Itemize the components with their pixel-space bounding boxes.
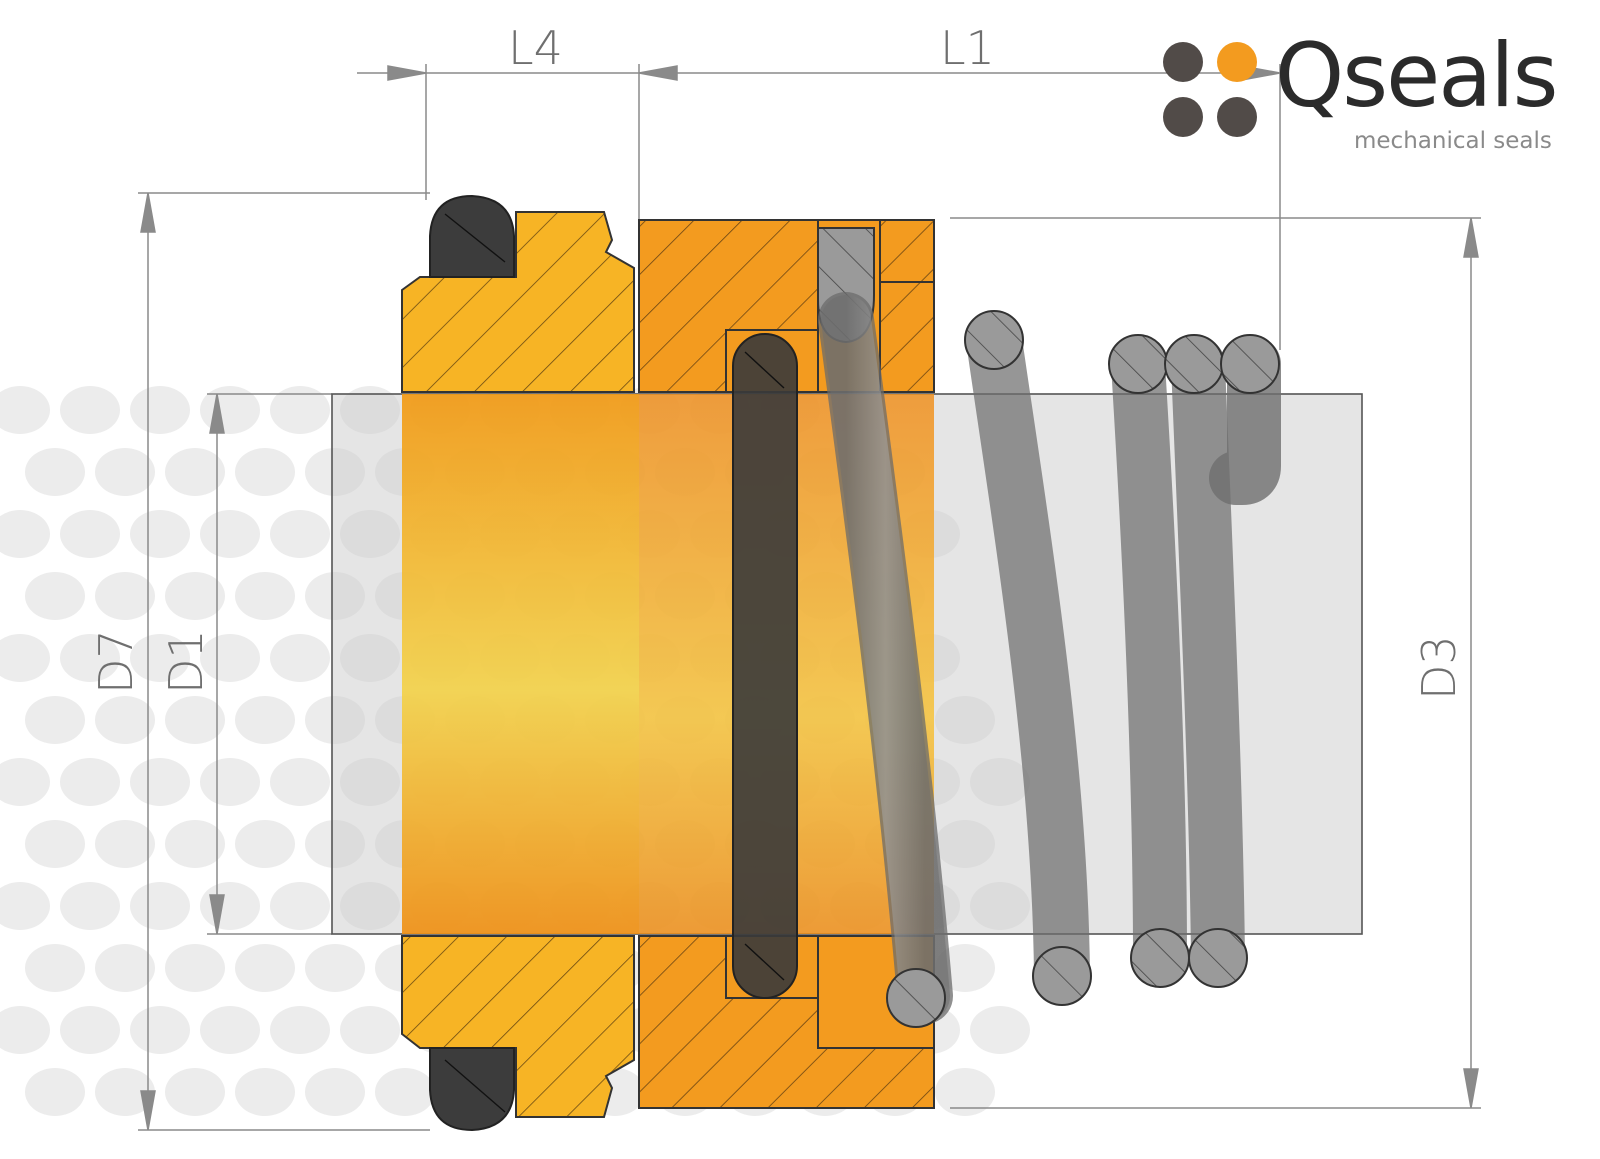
background-dot (130, 386, 190, 434)
background-dot (25, 944, 85, 992)
background-dot (270, 386, 330, 434)
logo-dot-4 (1217, 97, 1257, 137)
background-dot (25, 448, 85, 496)
background-dot (235, 1068, 295, 1116)
background-dot (200, 1006, 260, 1054)
seat-bore (402, 394, 639, 934)
background-dot (60, 758, 120, 806)
background-dot (130, 510, 190, 558)
lower-section (401, 935, 935, 1132)
dimension-label-d1: D1 (159, 629, 213, 694)
background-dot (270, 510, 330, 558)
background-dot (130, 1006, 190, 1054)
background-dot (0, 510, 50, 558)
background-dot (95, 696, 155, 744)
dimension-label-d3: D3 (1412, 635, 1466, 700)
background-dot (95, 820, 155, 868)
background-dot (0, 758, 50, 806)
background-dot (95, 572, 155, 620)
background-dot (200, 758, 260, 806)
background-dot (95, 448, 155, 496)
background-dot (0, 1006, 50, 1054)
seat-oring-lower (429, 1047, 515, 1132)
background-dot (60, 510, 120, 558)
background-dot (235, 944, 295, 992)
background-dot (375, 1068, 435, 1116)
upper-section (401, 194, 935, 393)
brand-logo: Qseals mechanical seals (1157, 32, 1577, 163)
background-dot (130, 758, 190, 806)
logo-dot-2 (1217, 42, 1257, 82)
dimension-label-l4: L4 (508, 21, 563, 75)
background-dot (130, 882, 190, 930)
background-dot (235, 572, 295, 620)
background-dot (235, 448, 295, 496)
background-dot (305, 944, 365, 992)
background-dot (25, 1068, 85, 1116)
background-dot (95, 1068, 155, 1116)
background-dot (200, 386, 260, 434)
background-dot (95, 944, 155, 992)
background-dot (235, 820, 295, 868)
brand-tagline: mechanical seals (1354, 128, 1552, 154)
background-dot (200, 882, 260, 930)
background-dot (130, 634, 190, 682)
background-dot (165, 944, 225, 992)
background-dot (340, 1006, 400, 1054)
background-dot (270, 1006, 330, 1054)
spring (818, 292, 1281, 1024)
background-dot (0, 634, 50, 682)
logo-dot-3 (1163, 97, 1203, 137)
background-dot (25, 696, 85, 744)
background-dot (25, 572, 85, 620)
logo-dot-1 (1163, 42, 1203, 82)
background-dot (25, 820, 85, 868)
background-dot (60, 882, 120, 930)
background-dot (165, 696, 225, 744)
background-dot (165, 572, 225, 620)
background-dot (165, 448, 225, 496)
background-dot (270, 758, 330, 806)
dimension-label-l1: L1 (940, 21, 995, 75)
background-dot (200, 634, 260, 682)
background-dot (60, 1006, 120, 1054)
background-dot (60, 634, 120, 682)
background-dot (165, 1068, 225, 1116)
background-dot (0, 882, 50, 930)
background-dot (165, 820, 225, 868)
background-dot (935, 1068, 995, 1116)
seat-oring-upper (429, 194, 515, 278)
dimension-lines (138, 64, 1481, 1131)
secondary-oring (732, 333, 798, 999)
brand-name: Qseals (1275, 24, 1558, 127)
background-dot (270, 634, 330, 682)
background-dot (970, 1006, 1030, 1054)
spring-coil-sections (886, 310, 1280, 1028)
background-dot (270, 882, 330, 930)
background-dot (235, 696, 295, 744)
background-dot (0, 386, 50, 434)
background-dot (200, 510, 260, 558)
dimension-label-d7: D7 (89, 629, 143, 694)
background-dot (60, 386, 120, 434)
background-dot (305, 1068, 365, 1116)
